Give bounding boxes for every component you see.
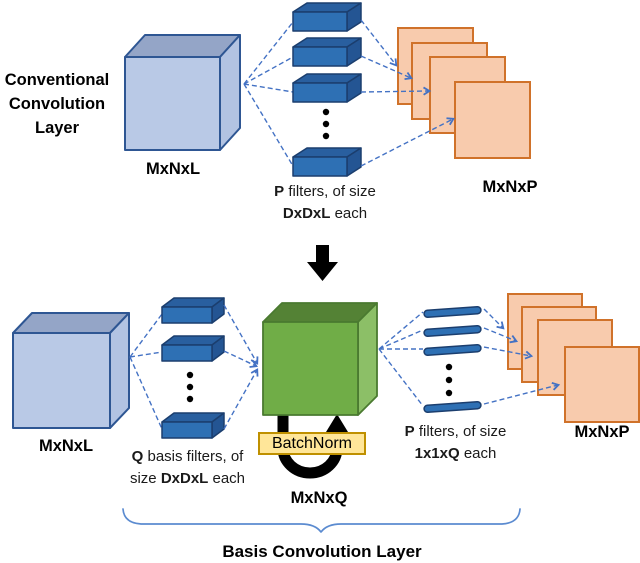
conventional-filter-boxes	[292, 2, 362, 177]
bottom-right-ellipsis-dots	[445, 363, 453, 397]
basis-input-cube	[12, 312, 130, 429]
bottom-input-size-label: MxNxL	[38, 437, 94, 455]
top-output-arrows	[360, 19, 455, 167]
batchnorm-label: BatchNorm	[271, 434, 353, 452]
top-ellipsis-dots	[322, 108, 330, 140]
bottom-output-size-label: MxNxP	[574, 423, 630, 441]
one-by-one-filter-bars	[423, 306, 482, 413]
batchnorm-box: BatchNorm	[258, 432, 366, 455]
batchnorm-loop-arrow	[277, 412, 348, 479]
top-filters-caption: P filters, of size DxDxL each	[274, 183, 376, 222]
down-arrow-icon	[307, 245, 338, 281]
basis-filters-caption: Q basis filters, of size DxDxL each	[129, 448, 246, 487]
basis-layer-heading: Basis Convolution Layer	[222, 542, 422, 561]
conventional-output-maps	[397, 27, 531, 159]
converge-arrows	[223, 304, 259, 430]
basis-filter-boxes	[161, 297, 225, 439]
bottom-output-arrows	[483, 308, 561, 405]
basis-output-maps	[507, 293, 640, 423]
basis-green-cube	[262, 302, 378, 416]
green-fan-lines	[378, 311, 424, 407]
bottom-left-ellipsis-dots	[186, 371, 194, 403]
one-by-one-filters-caption: P filters, of size 1x1xQ each	[404, 423, 507, 462]
green-output-size-label: MxNxQ	[290, 489, 348, 507]
conventional-layer-heading: Conventional Convolution Layer	[4, 71, 110, 137]
top-output-size-label: MxNxP	[482, 178, 538, 196]
top-fan-lines	[243, 21, 294, 167]
brace	[122, 508, 521, 533]
bottom-fan-lines	[129, 313, 163, 430]
top-input-size-label: MxNxL	[145, 160, 201, 178]
conventional-input-cube	[124, 34, 241, 151]
